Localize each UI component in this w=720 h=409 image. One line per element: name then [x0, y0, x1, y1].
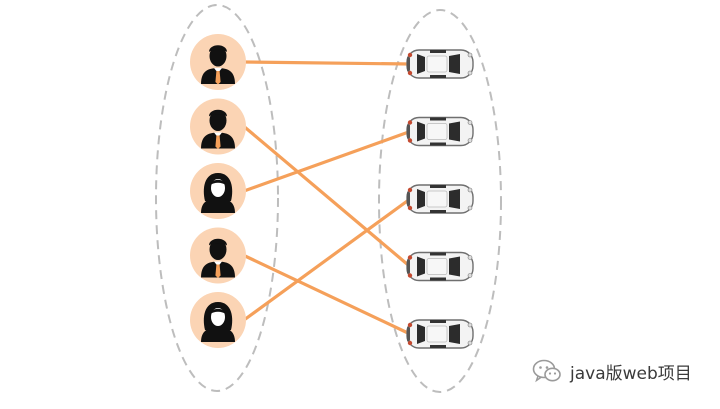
- connection-line-4: [242, 253, 412, 336]
- car-icon: [406, 251, 474, 282]
- car-icon: [406, 319, 474, 349]
- car-icon: [406, 116, 474, 147]
- car-icon: [406, 49, 474, 79]
- connection-line-5: [242, 197, 412, 322]
- man-icon: [190, 34, 246, 90]
- car-icon: [406, 184, 474, 214]
- connection-line-3: [242, 129, 412, 193]
- man-icon: [190, 227, 246, 284]
- man-icon: [190, 98, 246, 155]
- woman-icon: [190, 163, 246, 219]
- woman-icon: [190, 292, 246, 348]
- watermark: java版web项目: [532, 358, 692, 384]
- watermark-text: java版web项目: [570, 363, 692, 384]
- connection-line-2: [242, 124, 412, 269]
- cars-group-ellipse: [378, 9, 502, 393]
- wechat-icon: [532, 358, 562, 384]
- connection-line-1: [242, 60, 412, 66]
- people-group-ellipse: [155, 4, 279, 392]
